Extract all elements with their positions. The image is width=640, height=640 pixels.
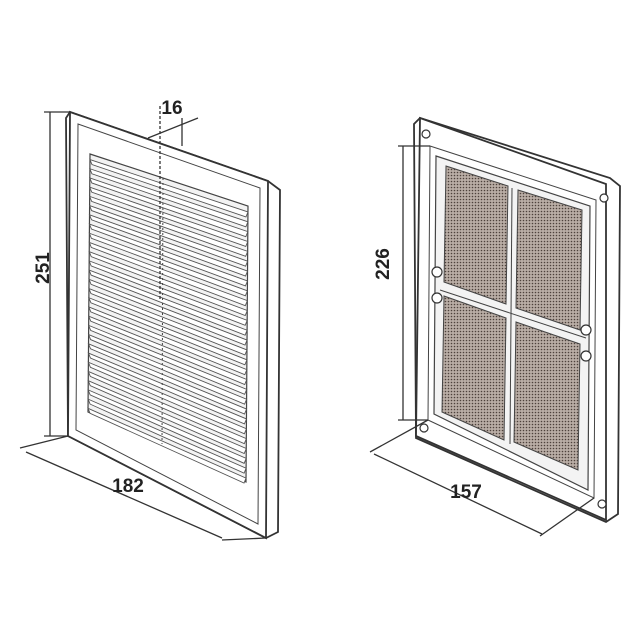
louver-slat xyxy=(87,315,248,386)
back-width-ext-left xyxy=(369,419,429,453)
front-grille-frame-inner-edge xyxy=(75,123,261,525)
louver-slat xyxy=(88,278,248,346)
louver-slat xyxy=(87,379,247,455)
louver-slat xyxy=(87,352,248,425)
louver-slat xyxy=(88,232,248,297)
back-width-ext-right xyxy=(539,497,595,537)
louver-slat xyxy=(88,186,249,248)
mesh-panel-top-left xyxy=(443,165,509,305)
louver-slat xyxy=(87,333,248,405)
louver-slat xyxy=(87,361,247,435)
louver-slat xyxy=(87,389,247,464)
back-grille-pegs xyxy=(419,129,609,509)
louver-slat xyxy=(88,287,248,356)
back-height-label: 226 xyxy=(373,248,394,280)
mesh-panel-bottom-right xyxy=(513,321,581,471)
louver-slat xyxy=(87,407,247,484)
mesh-panel-top-right xyxy=(515,189,583,331)
front-width-label: 182 xyxy=(112,476,144,497)
louver-slat xyxy=(87,370,247,445)
mesh-panel-bottom-left xyxy=(441,295,507,441)
peg-left-lower-icon xyxy=(431,292,443,304)
front-width-ext-left xyxy=(19,435,69,449)
louver-slat xyxy=(88,306,248,376)
louver-slat xyxy=(88,250,248,317)
front-grille-louvers xyxy=(87,158,249,484)
louver-slat xyxy=(88,296,248,366)
peg-right-upper-icon xyxy=(580,324,592,336)
front-depth-dimension-line xyxy=(147,117,199,139)
screw-hole-top-left-icon xyxy=(421,129,431,139)
louver-slat xyxy=(87,398,247,474)
screw-hole-bottom-left-icon xyxy=(419,423,429,433)
back-width-label: 157 xyxy=(450,482,482,503)
louver-slat xyxy=(88,195,249,257)
peg-left-upper-icon xyxy=(431,266,443,278)
screw-hole-top-right-icon xyxy=(599,193,609,203)
front-dimensions: 251 182 16 xyxy=(19,98,267,541)
back-grille-vertical-divider xyxy=(509,187,513,445)
front-width-ext-right xyxy=(221,537,267,541)
louver-slat xyxy=(88,204,249,267)
peg-right-lower-icon xyxy=(580,350,592,362)
back-grille-horizontal-divider xyxy=(439,289,587,339)
front-height-label: 251 xyxy=(33,252,54,284)
louver-slat xyxy=(88,269,248,336)
back-grille xyxy=(413,116,621,524)
louver-slat xyxy=(89,177,249,238)
louver-slat xyxy=(87,342,248,415)
back-width-dimension-line xyxy=(373,453,543,535)
front-grille xyxy=(65,110,281,540)
louver-slat xyxy=(88,214,249,277)
louver-slat xyxy=(87,324,248,395)
louver-slat xyxy=(89,168,249,228)
louver-slat xyxy=(89,158,249,218)
front-width-dimension-line xyxy=(25,451,223,539)
louver-slat xyxy=(88,260,248,326)
louver-slat xyxy=(88,223,249,287)
back-dimensions: 226 157 xyxy=(369,145,595,537)
front-grille-center-rib xyxy=(161,177,164,445)
louver-slat xyxy=(88,241,248,307)
front-depth-label: 16 xyxy=(161,98,182,119)
screw-hole-bottom-right-icon xyxy=(597,499,607,509)
